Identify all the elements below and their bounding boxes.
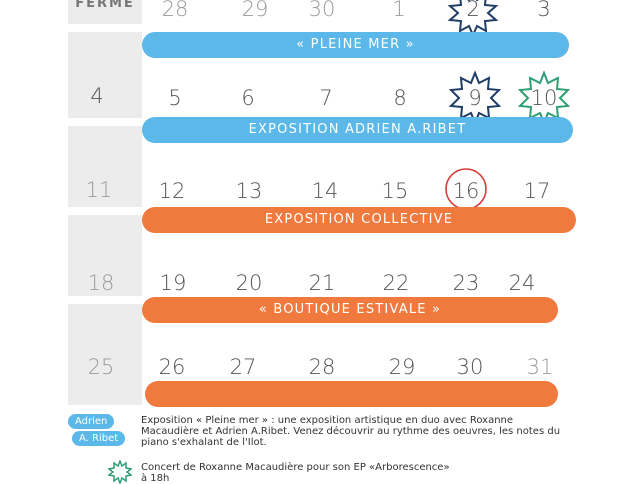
legend-description: Concert de Roxanne Macaudière pour son E… <box>141 462 450 473</box>
day-number: 28 <box>308 355 336 379</box>
column-gap <box>68 118 142 126</box>
event-bar: EXPOSITION COLLECTIVE <box>142 207 576 233</box>
day-number: 6 <box>241 86 255 110</box>
day-number: 12 <box>158 179 186 203</box>
day-number: 31 <box>526 355 554 379</box>
day-number: 14 <box>311 179 339 203</box>
day-number: 25 <box>87 355 115 379</box>
column-gap <box>68 207 142 215</box>
day-number: 13 <box>235 179 263 203</box>
day-number: 26 <box>158 355 186 379</box>
day-number: 20 <box>235 271 263 295</box>
day-number: 30 <box>456 355 484 379</box>
legend-pill: Adrien <box>68 414 115 429</box>
day-number: 30 <box>308 0 336 21</box>
day-number: 28 <box>161 0 189 21</box>
day-number: 4 <box>90 84 104 108</box>
day-number: 23 <box>452 271 480 295</box>
day-number: 29 <box>388 355 416 379</box>
day-number: 10 <box>530 86 558 110</box>
legend-description: à 18h <box>141 473 170 484</box>
day-number: 18 <box>87 271 115 295</box>
day-number: 7 <box>319 86 333 110</box>
day-number: 17 <box>523 179 551 203</box>
day-number: 22 <box>382 271 410 295</box>
day-number: 2 <box>466 0 480 21</box>
column-gap <box>68 24 142 32</box>
day-number: 27 <box>229 355 257 379</box>
day-number: 24 <box>508 271 536 295</box>
day-number: 19 <box>159 271 187 295</box>
event-bar: « PLEINE MER » <box>142 32 569 58</box>
event-bar <box>145 381 558 407</box>
green-star-icon <box>108 460 132 484</box>
day-number: 1 <box>392 0 406 21</box>
day-number: 16 <box>452 179 480 203</box>
column-gap <box>68 296 142 304</box>
closed-day-column <box>68 0 142 405</box>
closed-label: FERME <box>75 0 135 11</box>
day-number: 11 <box>85 178 113 202</box>
day-number: 15 <box>381 179 409 203</box>
day-number: 21 <box>308 271 336 295</box>
day-number: 29 <box>241 0 269 21</box>
day-number: 8 <box>393 86 407 110</box>
day-number: 9 <box>468 86 482 110</box>
event-bar: « BOUTIQUE ESTIVALE » <box>142 297 558 323</box>
legend-pill: A. Ribet <box>72 431 126 446</box>
day-number: 3 <box>537 0 551 21</box>
event-bar: EXPOSITION ADRIEN A.RIBET <box>142 117 573 143</box>
day-number: 5 <box>168 86 182 110</box>
legend-description: Exposition « Pleine mer » : une expositi… <box>141 415 561 448</box>
